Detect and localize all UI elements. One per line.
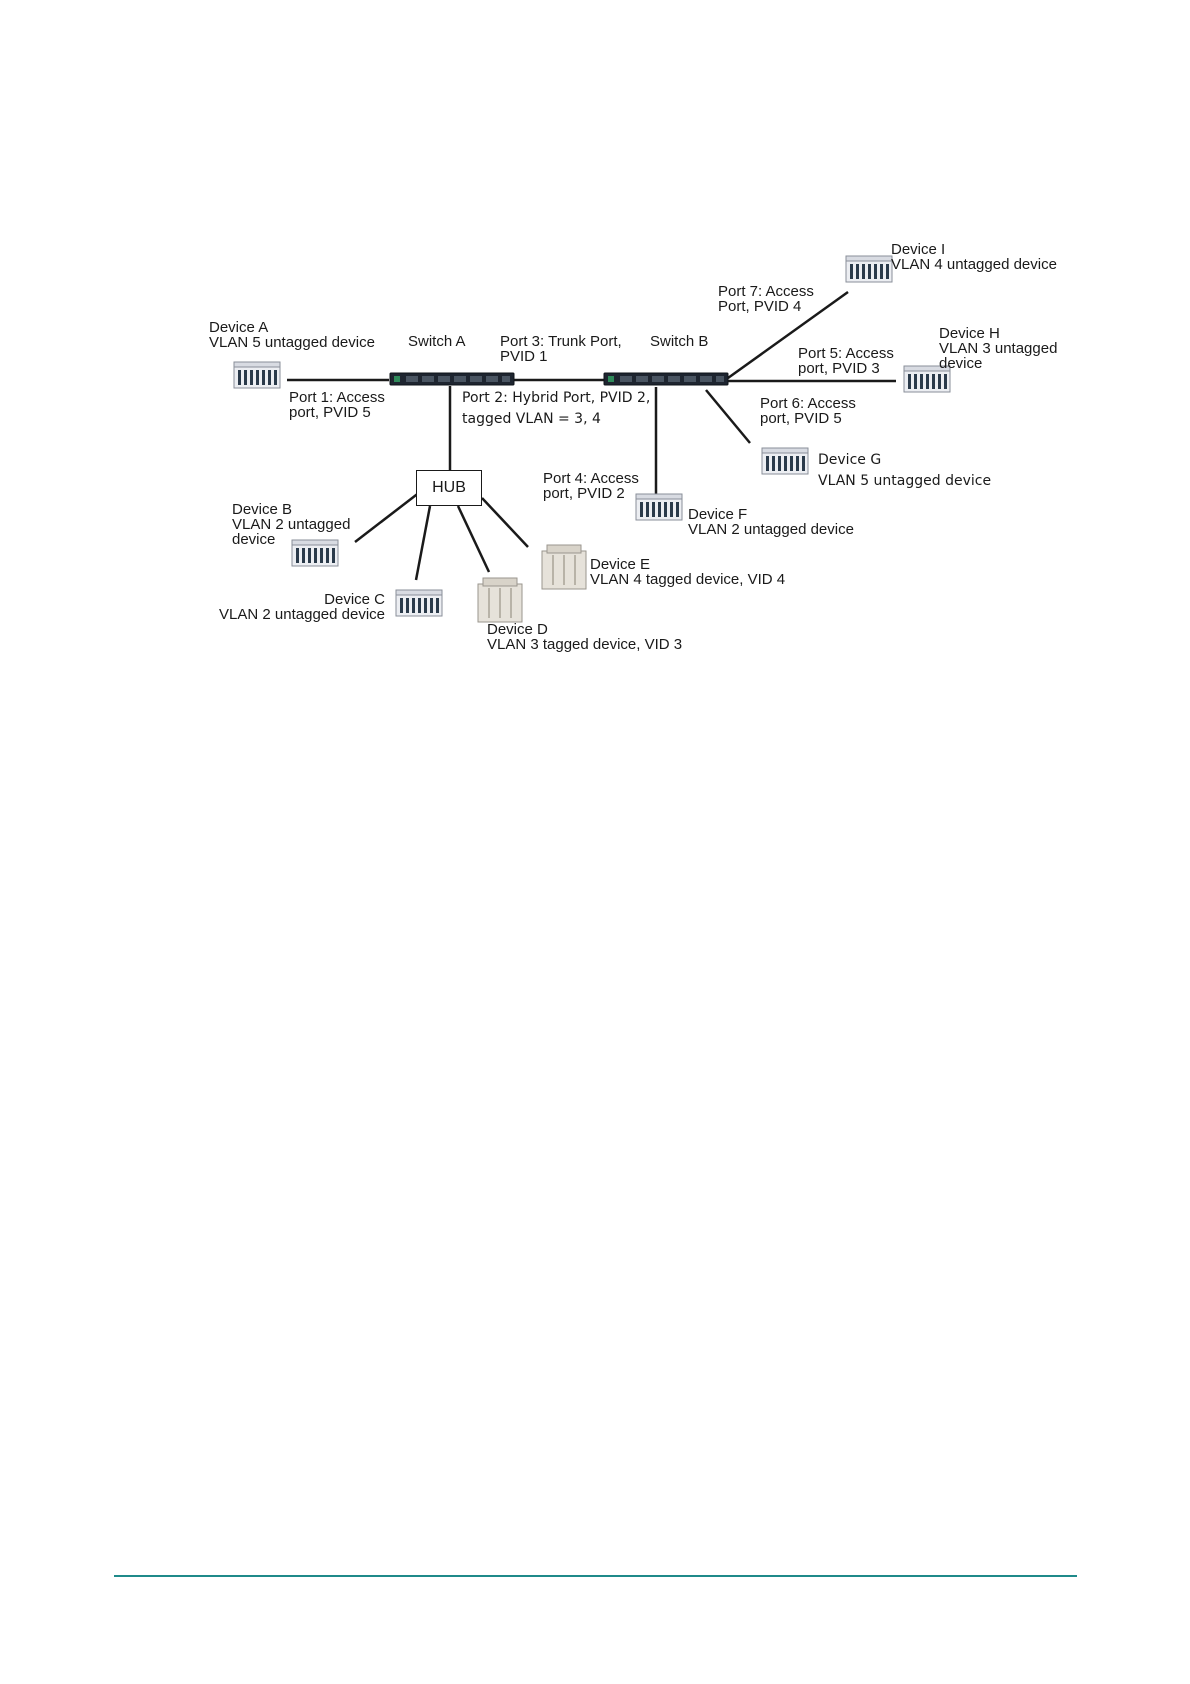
link-switch-b-device-g: [705, 389, 751, 444]
device-a-name: Device A: [209, 319, 269, 336]
port-6-line-1: Port 6: Access: [760, 395, 856, 412]
device-d-desc: VLAN 3 tagged device, VID 3: [487, 636, 683, 653]
device-b-name: Device B: [232, 501, 293, 518]
port-1-label: Port 1: Access port, PVID 5: [289, 390, 385, 420]
device-f-name: Device F: [688, 506, 748, 523]
device-h-desc-2: device: [939, 355, 983, 372]
device-h-desc-1: VLAN 3 untagged: [939, 340, 1058, 357]
port-6-line-2: port, PVID 5: [760, 410, 842, 427]
port-4-line-1: Port 4: Access: [543, 470, 639, 487]
device-a-desc: VLAN 5 untagged device: [209, 334, 375, 351]
port-4-line-2: port, PVID 2: [543, 485, 625, 502]
device-h-name: Device H: [939, 325, 1000, 342]
device-e-label: Device E VLAN 4 tagged device, VID 4: [590, 557, 785, 587]
device-b-label: Device B VLAN 2 untagged device: [232, 502, 350, 547]
device-g-label: Device G VLAN 5 untagged device: [818, 450, 991, 492]
port-7-line-1: Port 7: Access: [718, 283, 814, 300]
device-g-name: Device G: [818, 452, 882, 468]
device-d-icon: [477, 577, 523, 623]
device-a-label: Device A VLAN 5 untagged device: [209, 320, 375, 350]
port-7-label: Port 7: Access Port, PVID 4: [718, 284, 814, 314]
switch-a-icon: [389, 372, 515, 386]
device-i-desc: VLAN 4 untagged device: [891, 256, 1057, 273]
port-6-label: Port 6: Access port, PVID 5: [760, 396, 856, 426]
device-f-label: Device F VLAN 2 untagged device: [688, 507, 854, 537]
switch-b-label: Switch B: [650, 333, 709, 350]
port-7-line-2: Port, PVID 4: [718, 298, 802, 315]
device-h-label: Device H VLAN 3 untagged device: [939, 326, 1057, 371]
device-c-label: Device C VLAN 2 untagged device: [212, 592, 385, 622]
device-d-label: Device D VLAN 3 tagged device, VID 3: [487, 622, 682, 652]
device-g-icon: [761, 447, 809, 475]
footer-divider: [114, 1575, 1077, 1577]
switch-a-label: Switch A: [408, 333, 466, 350]
link-hub-device-c: [414, 505, 432, 581]
port-3-label: Port 3: Trunk Port, PVID 1: [500, 334, 622, 364]
device-i-label: Device I VLAN 4 untagged device: [891, 242, 1057, 272]
port-4-label: Port 4: Access port, PVID 2: [543, 471, 639, 501]
device-i-icon: [845, 255, 893, 283]
device-f-desc: VLAN 2 untagged device: [688, 521, 854, 538]
port-1-line-2: port, PVID 5: [289, 404, 371, 421]
port-5-line-1: Port 5: Access: [798, 345, 894, 362]
device-c-desc: VLAN 2 untagged device: [219, 606, 385, 623]
link-hub-device-e: [481, 497, 529, 548]
port-2-line-2: tagged VLAN = 3, 4: [462, 411, 601, 427]
device-c-name: Device C: [324, 591, 385, 608]
device-f-icon: [635, 493, 683, 521]
link-hub-device-d: [456, 505, 491, 573]
device-g-desc: VLAN 5 untagged device: [818, 473, 992, 489]
link-switch-b-device-i: [727, 290, 849, 380]
device-i-name: Device I: [891, 241, 946, 258]
port-3-line-2: PVID 1: [500, 348, 548, 365]
device-e-name: Device E: [590, 556, 651, 573]
port-3-line-1: Port 3: Trunk Port,: [500, 333, 622, 350]
device-c-icon: [395, 589, 443, 617]
device-e-desc: VLAN 4 tagged device, VID 4: [590, 571, 786, 588]
device-b-desc-2: device: [232, 531, 276, 548]
device-a-icon: [233, 361, 281, 389]
hub-box: HUB: [416, 470, 482, 506]
device-d-name: Device D: [487, 621, 548, 638]
port-1-line-1: Port 1: Access: [289, 389, 385, 406]
device-e-icon: [541, 544, 587, 590]
port-5-label: Port 5: Access port, PVID 3: [798, 346, 894, 376]
switch-b-icon: [603, 372, 729, 386]
network-links: [287, 290, 896, 581]
port-5-line-2: port, PVID 3: [798, 360, 880, 377]
port-2-label: Port 2: Hybrid Port, PVID 2, tagged VLAN…: [462, 388, 650, 430]
port-2-line-1: Port 2: Hybrid Port, PVID 2,: [462, 390, 651, 406]
device-b-desc-1: VLAN 2 untagged: [232, 516, 351, 533]
link-hub-device-b: [354, 491, 421, 543]
